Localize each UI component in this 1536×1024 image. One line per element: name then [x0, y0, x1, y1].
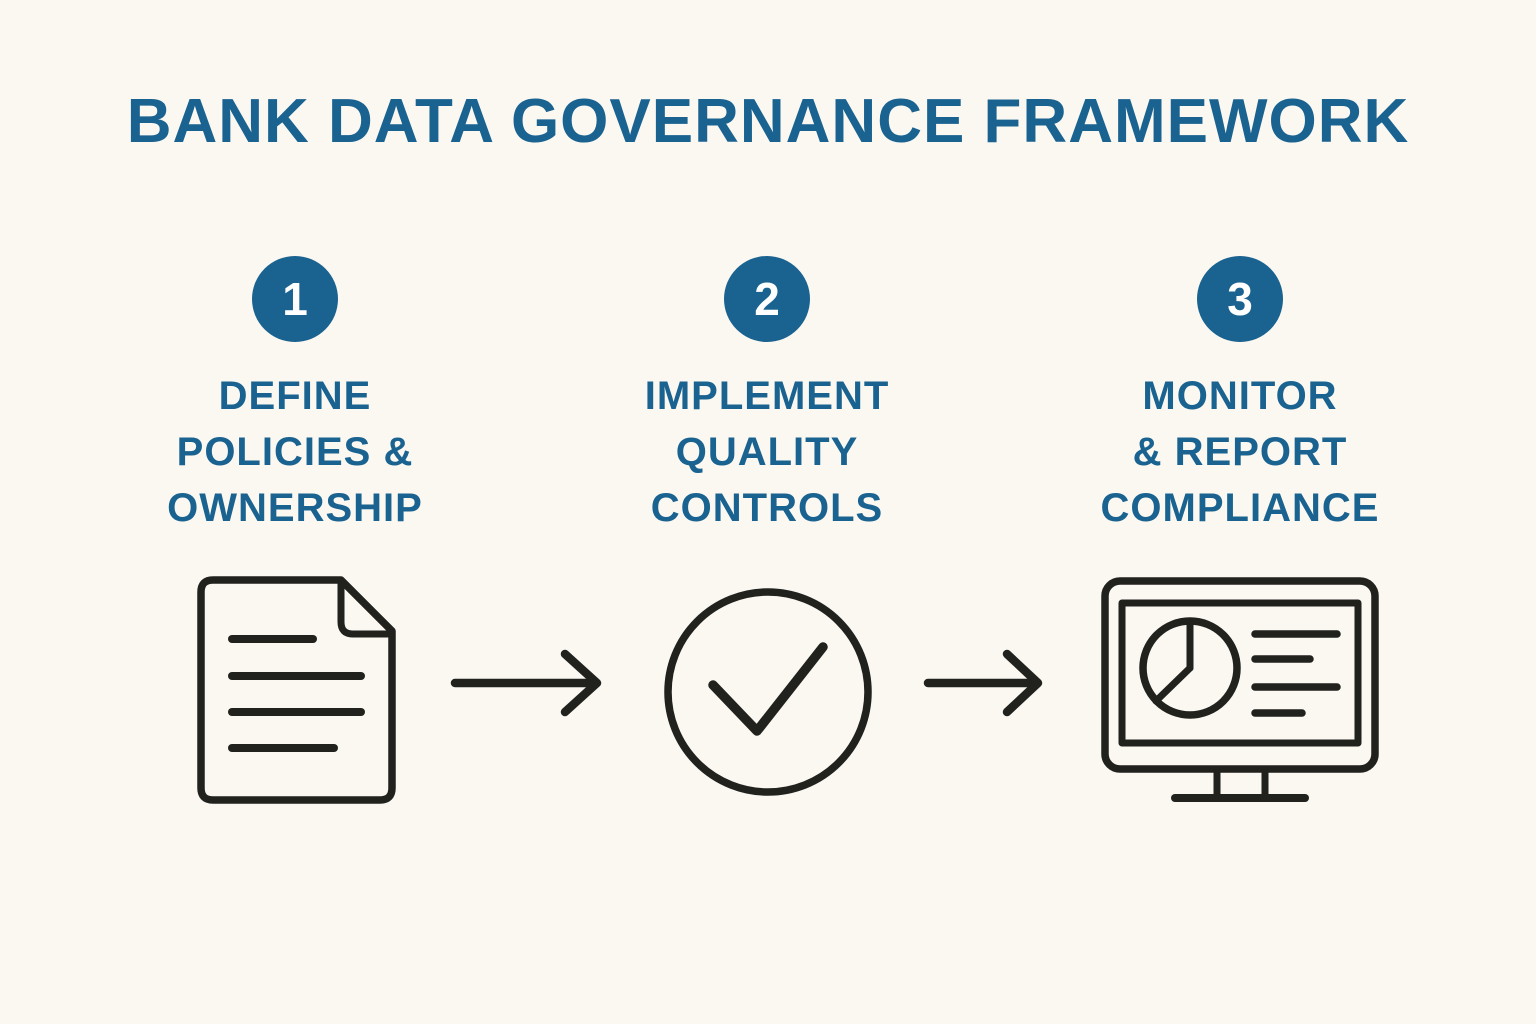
step-3-label: MONITOR & REPORT COMPLIANCE [1055, 368, 1425, 536]
step-3-number-badge: 3 [1197, 256, 1283, 342]
step-1-label-line-1: DEFINE [218, 374, 372, 418]
step-3-label-line-1: MONITOR [1142, 374, 1338, 418]
document-icon [197, 576, 396, 804]
step-2-label-line-1: IMPLEMENT [644, 374, 890, 418]
step-1-label-line-3: OWNERSHIP [167, 486, 423, 530]
step-3-column: 3 MONITOR & REPORT COMPLIANCE [1055, 256, 1425, 536]
step-1-label: DEFINE POLICIES & OWNERSHIP [110, 368, 480, 536]
step-1-column: 1 DEFINE POLICIES & OWNERSHIP [110, 256, 480, 536]
arrow-right-icon [923, 649, 1043, 717]
step-1-number-badge: 1 [252, 256, 338, 342]
step-1-number: 1 [282, 273, 308, 325]
step-3-label-line-2: & REPORT [1132, 430, 1348, 474]
step-2-number-badge: 2 [724, 256, 810, 342]
step-2-label-line-2: QUALITY [675, 430, 859, 474]
step-2-number: 2 [754, 273, 780, 325]
check-circle-icon [664, 588, 872, 796]
step-3-number: 3 [1227, 273, 1253, 325]
step-2-label-line-3: CONTROLS [650, 486, 884, 530]
step-2-label: IMPLEMENT QUALITY CONTROLS [582, 368, 952, 536]
step-2-column: 2 IMPLEMENT QUALITY CONTROLS [582, 256, 952, 536]
step-3-label-line-3: COMPLIANCE [1100, 486, 1380, 530]
page-title: BANK DATA GOVERNANCE FRAMEWORK [126, 87, 1410, 156]
step-1-label-line-2: POLICIES & [176, 430, 414, 474]
monitor-report-icon [1101, 577, 1379, 802]
arrow-right-icon [450, 649, 602, 717]
